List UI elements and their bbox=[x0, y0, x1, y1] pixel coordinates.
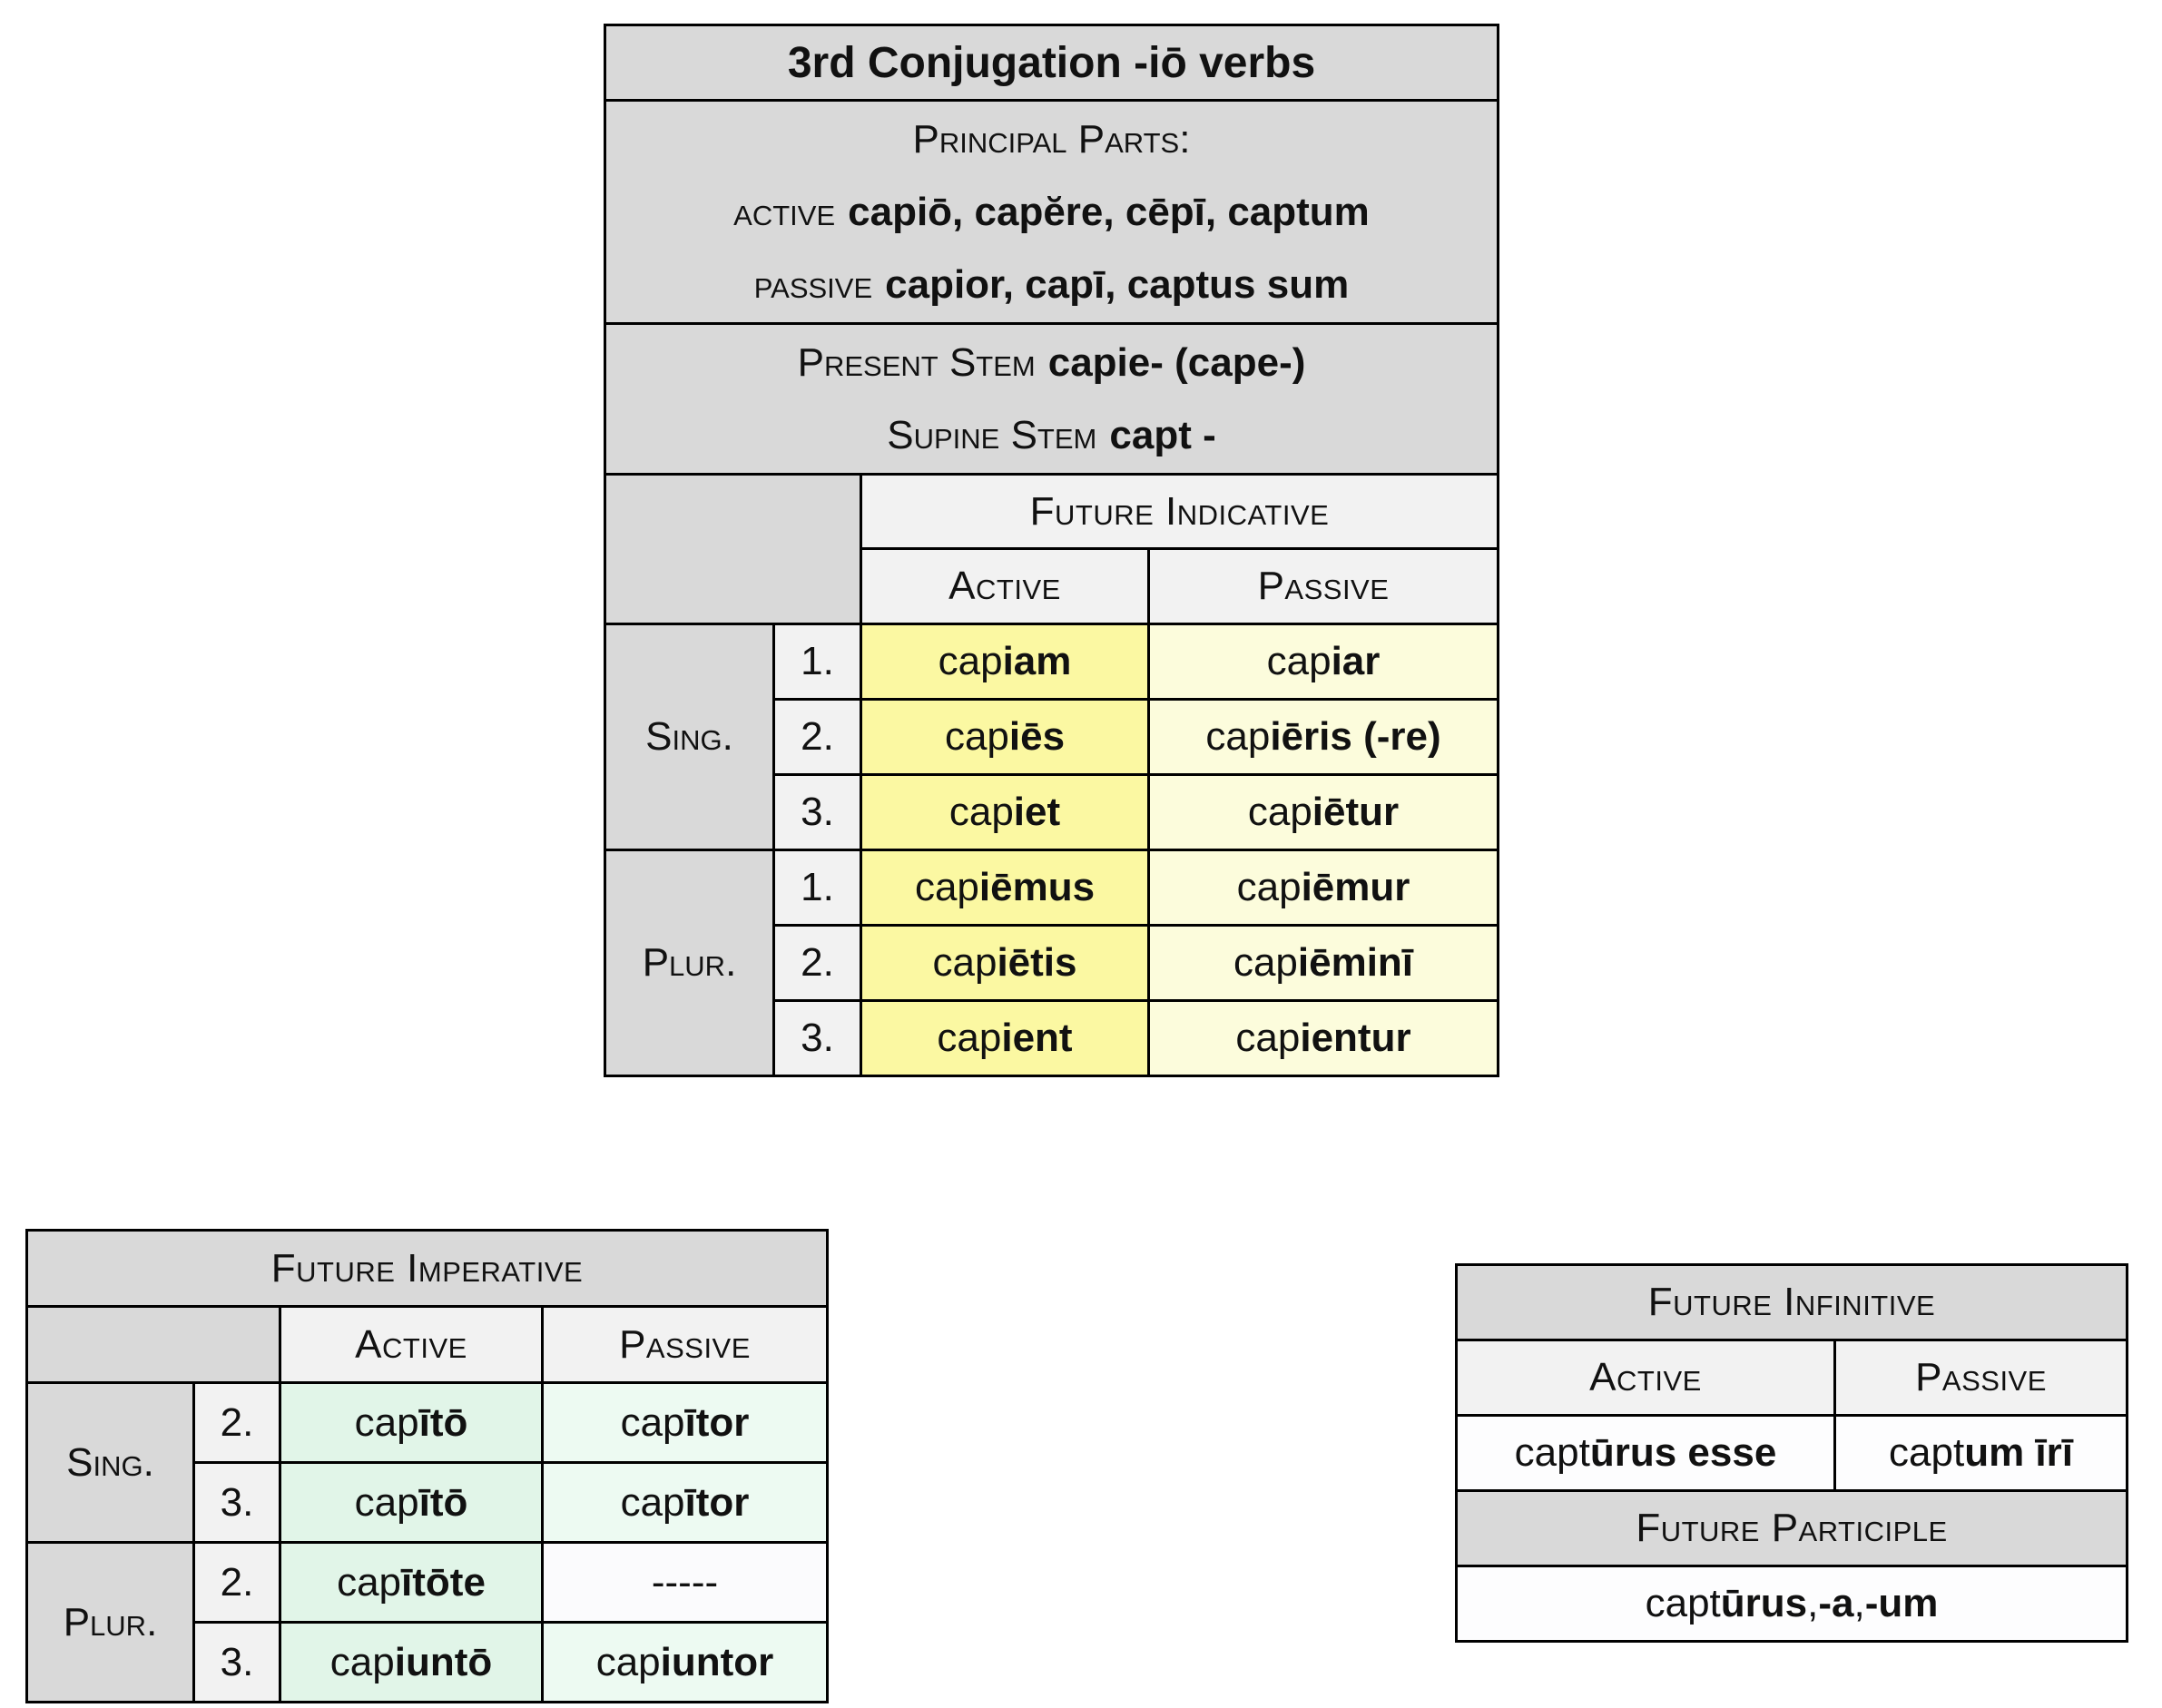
person-number-cell: 3. bbox=[775, 1002, 860, 1075]
person-number-cell: 2. bbox=[195, 1544, 279, 1621]
future-imperative-header: Future Imperative bbox=[28, 1232, 826, 1305]
active-column-header: Active bbox=[281, 1308, 541, 1381]
present-stem-value: capie- (cape-) bbox=[1047, 339, 1306, 385]
future-indicative-header: Future Indicative bbox=[862, 476, 1497, 547]
stem-label: Present Stem bbox=[797, 339, 1036, 385]
person-number-cell: 1. bbox=[775, 851, 860, 924]
voice-label: passive bbox=[753, 261, 873, 307]
plural-label-cell: Plur. bbox=[28, 1544, 192, 1701]
passive-column-header: Passive bbox=[1150, 550, 1497, 623]
person-number-cell: 2. bbox=[775, 701, 860, 773]
person-number-cell: 1. bbox=[775, 625, 860, 698]
stems-cell: Present Stem capie- (cape-) Supine Stem … bbox=[606, 325, 1497, 473]
supine-stem-value: capt - bbox=[1109, 412, 1216, 457]
table-title: 3rd Conjugation -iō verbs bbox=[606, 26, 1497, 99]
voice-label: active bbox=[733, 189, 836, 234]
passive-column-header: Passive bbox=[1836, 1341, 2126, 1414]
corner-cell bbox=[606, 476, 860, 623]
singular-label-cell: Sing. bbox=[28, 1384, 192, 1541]
present-stem-line: Present Stem capie- (cape-) bbox=[798, 327, 1306, 399]
active-principal-parts: capiō, capĕre, cēpī, captum bbox=[848, 189, 1370, 234]
plural-label-cell: Plur. bbox=[606, 851, 772, 1075]
person-number-cell: 3. bbox=[195, 1464, 279, 1541]
future-imperative-table: Future Imperative Active Passive Sing. 2… bbox=[25, 1229, 829, 1703]
person-number-cell: 2. bbox=[775, 927, 860, 999]
principal-parts-heading: Principal Parts: bbox=[912, 116, 1191, 162]
passive-column-header: Passive bbox=[544, 1308, 826, 1381]
singular-label-cell: Sing. bbox=[606, 625, 772, 849]
person-number-cell: 3. bbox=[775, 776, 860, 849]
active-column-header: Active bbox=[862, 550, 1147, 623]
passive-principal-parts: capior, capī, captus sum bbox=[885, 261, 1350, 307]
future-infinitive-header: Future Infinitive bbox=[1458, 1266, 2126, 1339]
future-indicative-table: 3rd Conjugation -iō verbs Principal Part… bbox=[604, 24, 1499, 1077]
supine-stem-line: Supine Stem capt - bbox=[887, 399, 1215, 472]
future-participle-header: Future Participle bbox=[1458, 1492, 2126, 1565]
person-number-cell: 3. bbox=[195, 1624, 279, 1701]
corner-cell bbox=[28, 1308, 279, 1381]
principal-parts-cell: Principal Parts: active capiō, capĕre, c… bbox=[606, 102, 1497, 322]
active-column-header: Active bbox=[1458, 1341, 1833, 1414]
person-number-cell: 2. bbox=[195, 1384, 279, 1461]
stem-label: Supine Stem bbox=[887, 412, 1097, 457]
principal-parts-active-line: active capiō, capĕre, cēpī, captum bbox=[733, 176, 1370, 249]
principal-parts-passive-line: passive capior, capī, captus sum bbox=[754, 249, 1349, 321]
passive-form-cell-blank: ----- bbox=[544, 1544, 826, 1621]
